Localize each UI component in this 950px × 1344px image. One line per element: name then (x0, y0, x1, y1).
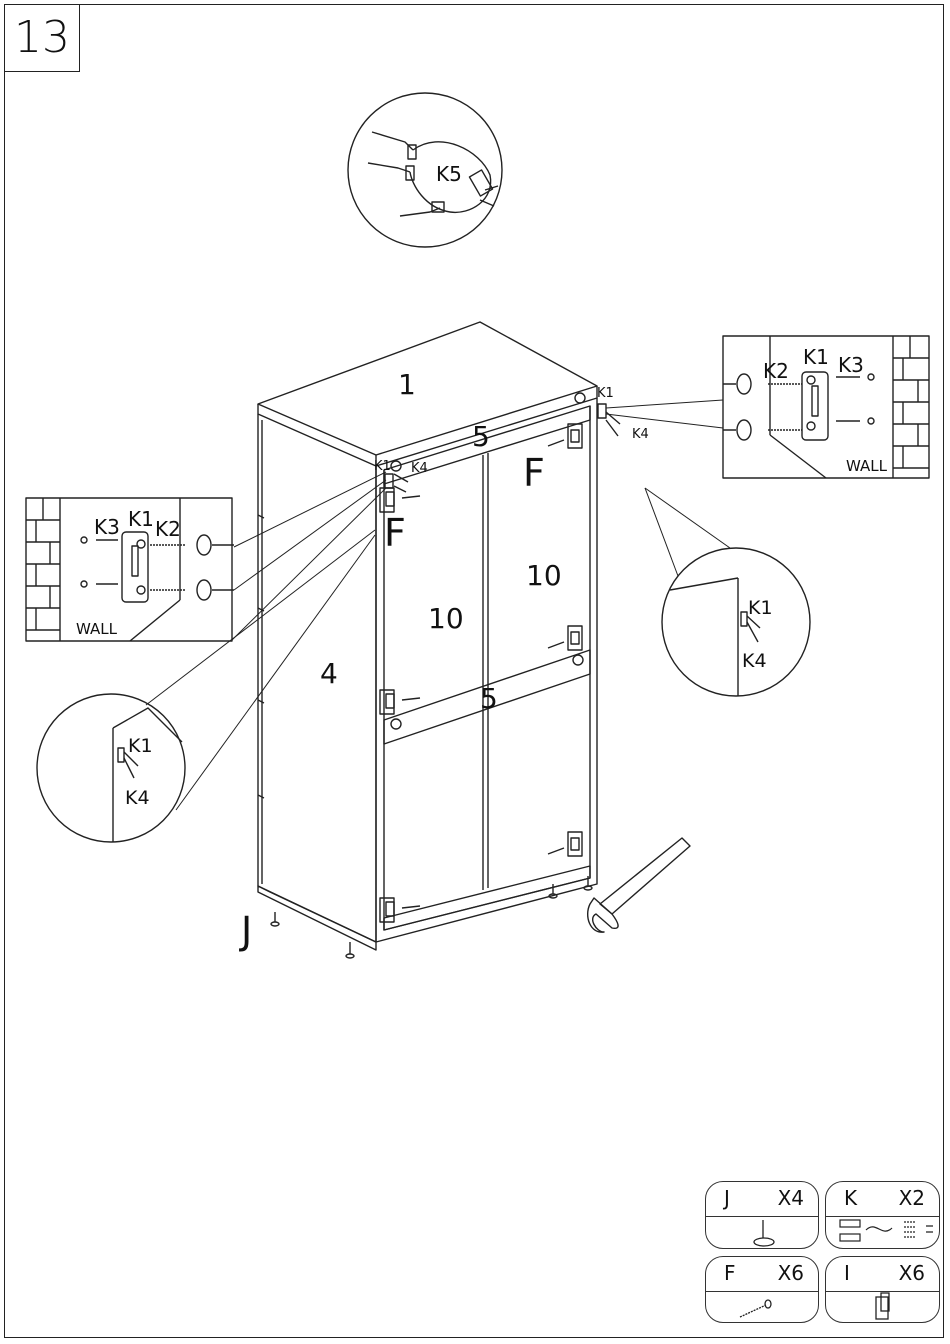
svg-text:K4: K4 (125, 787, 150, 809)
svg-text:WALL: WALL (76, 620, 118, 638)
hammer-icon (588, 838, 690, 932)
door-right-label: 10 (526, 559, 562, 592)
k1-small-right: K1 (597, 386, 614, 401)
hinge-icon (826, 1291, 941, 1324)
svg-text:K4: K4 (742, 650, 767, 672)
anti-tip-kit-icon (826, 1216, 941, 1250)
k5-label: K5 (436, 162, 462, 186)
svg-text:K1: K1 (748, 597, 773, 619)
hinge-f-left-label: F (384, 511, 406, 555)
feet (271, 876, 592, 958)
k1-small-left: K1 (374, 459, 391, 474)
top-panel-label: 1 (398, 368, 416, 401)
svg-text:K3: K3 (94, 515, 120, 539)
hinge-f-right-label: F (523, 451, 545, 495)
svg-text:K2: K2 (763, 359, 789, 383)
side-panel-label: 4 (320, 657, 338, 690)
rail-mid-label: 5 (480, 682, 498, 715)
k4-small-left: K4 (411, 461, 428, 476)
cabinet (258, 322, 597, 950)
k5-strap-detail: K5 (348, 93, 502, 247)
svg-text:K1: K1 (128, 735, 153, 757)
screw-icon (706, 1291, 820, 1324)
k4-small-right: K4 (632, 427, 649, 442)
wall-inset-right: K2 K1 K3 WALL (723, 336, 929, 478)
rail-top-label: 5 (472, 420, 490, 453)
svg-text:K2: K2 (155, 517, 181, 541)
svg-text:K1: K1 (128, 507, 154, 531)
wall-inset-left: K3 K1 K2 WALL (26, 498, 234, 641)
side-panel (258, 414, 376, 942)
foot-glide-icon (706, 1216, 820, 1250)
svg-text:WALL: WALL (846, 457, 888, 475)
svg-text:K3: K3 (838, 353, 864, 377)
foot-j-label: J (239, 909, 252, 953)
detail-circle-right: K1 K4 (662, 548, 810, 696)
top-panel (258, 322, 597, 455)
svg-text:K1: K1 (803, 345, 829, 369)
detail-circle-left: K1 K4 (37, 694, 185, 842)
anti-tip-brackets (385, 404, 620, 492)
door-left-label: 10 (428, 602, 464, 635)
hinges (380, 424, 582, 922)
